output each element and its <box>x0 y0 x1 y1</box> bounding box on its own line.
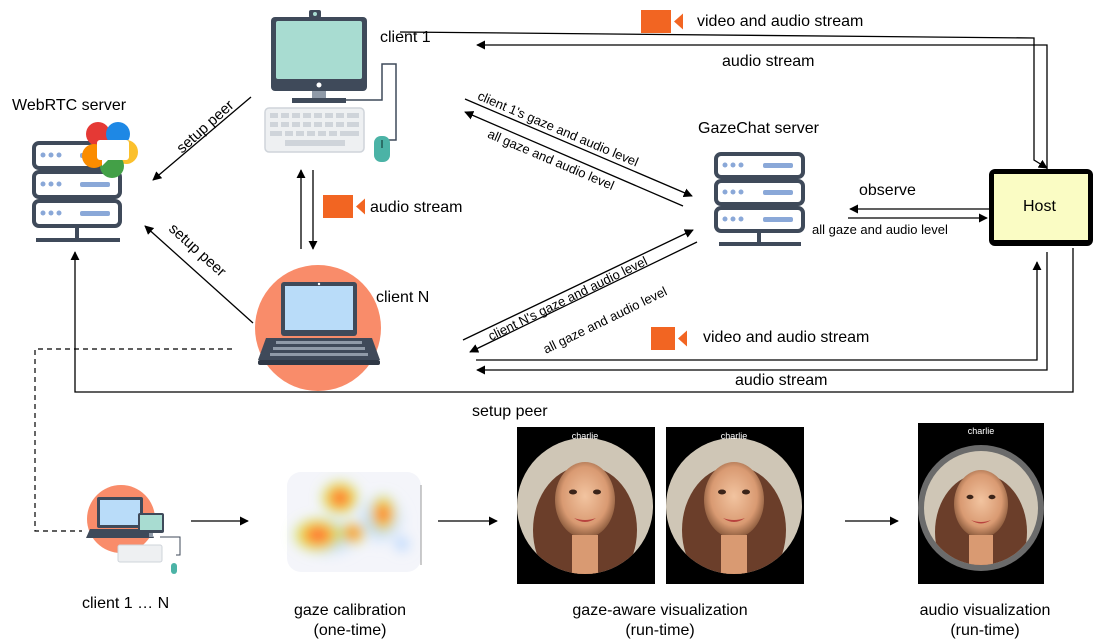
arrow-video-audio-top <box>399 31 1048 169</box>
observe-label: observe <box>859 182 916 199</box>
arrow-all-gaze-client1 <box>464 111 684 207</box>
arrow-setup-peer-2 <box>144 225 254 324</box>
connector-arrows <box>70 31 1074 393</box>
arrow-audio-bottom <box>476 252 1048 375</box>
gaze-heatmap <box>287 472 422 572</box>
calibration-label: gaze calibration <box>293 602 407 619</box>
dashed-connector <box>34 348 232 532</box>
client-1-label: client 1 <box>380 29 431 46</box>
audio-top-label: audio stream <box>722 53 815 70</box>
gaze-vis-note: (run-time) <box>625 622 695 639</box>
setup-peer-3-label: setup peer <box>472 403 548 420</box>
avatar-frame-1 <box>517 427 655 584</box>
avatar-name-2: charlie <box>720 431 748 441</box>
host-label: Host <box>1023 198 1056 215</box>
host-display <box>989 169 1093 246</box>
client-n-laptop-icon <box>255 265 381 391</box>
arrow-video-audio-bottom <box>476 261 1042 361</box>
arrow-client1-gaze <box>464 98 693 197</box>
avatar-frame-3 <box>918 423 1044 584</box>
video-audio-top-label: video and audio stream <box>697 13 864 30</box>
all-gaze-host-label: all gaze and audio level <box>812 222 948 237</box>
avatar-name-1: charlie <box>571 431 599 441</box>
video-camera-icon <box>651 327 687 350</box>
audio-vis-note: (run-time) <box>950 622 1020 639</box>
arrow-audio-top <box>476 40 1048 169</box>
webrtc-server-label: WebRTC server <box>12 97 127 114</box>
calibration-note: (one-time) <box>313 622 387 639</box>
small-clients-icon <box>86 485 181 574</box>
client-1-desktop-icon <box>264 10 397 162</box>
gazechat-server-icon <box>714 152 805 246</box>
video-camera-icon <box>323 195 365 218</box>
arrow-setup-peer-3 <box>70 248 1074 393</box>
webrtc-logo-icon <box>82 122 138 178</box>
audio-vis-label: audio visualization <box>919 602 1051 619</box>
avatar-name-3: charlie <box>967 426 995 436</box>
video-audio-bottom-label: video and audio stream <box>703 329 870 346</box>
avatar-frame-2 <box>666 427 804 584</box>
arrow-setup-peer-1 <box>152 96 252 181</box>
gaze-vis-label: gaze-aware visualization <box>572 602 748 619</box>
audio-bottom-label: audio stream <box>735 372 828 389</box>
arrow-clientn-gaze <box>462 229 694 341</box>
arrow-all-gaze-clientn <box>469 241 698 353</box>
webrtc-server-icon <box>32 141 122 242</box>
gazechat-server-label: GazeChat server <box>698 120 819 137</box>
audio-between-clients-label: audio stream <box>370 199 463 216</box>
video-camera-icon <box>641 10 683 33</box>
client-n-label: client N <box>376 289 430 306</box>
clients-pipeline-label: client 1 … N <box>82 595 170 612</box>
